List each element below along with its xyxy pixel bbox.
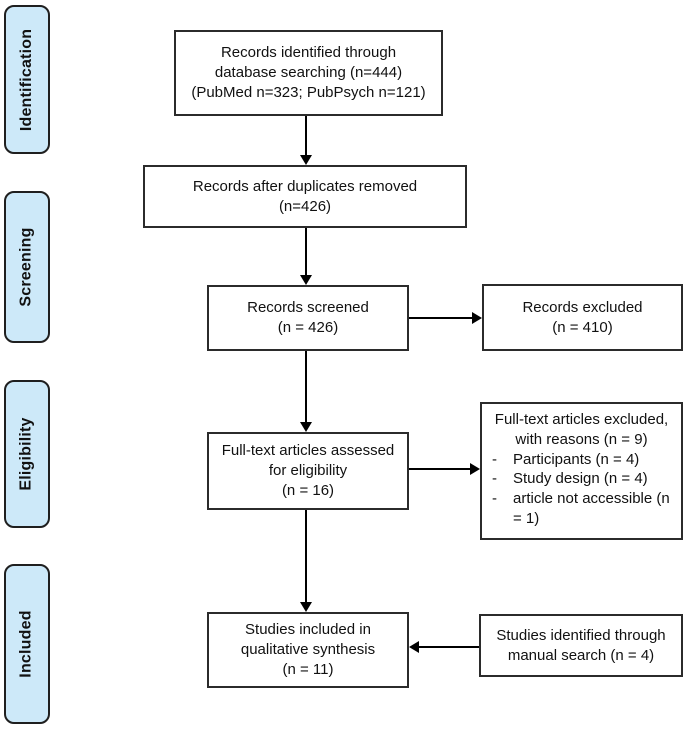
arrowhead-left-icon (409, 641, 419, 653)
box-studies-included-text: Studies included in qualitative synthesi… (240, 621, 376, 678)
list-item: - Participants (n = 4) (487, 450, 676, 470)
box-fulltext-excluded: Full-text articles excluded, with reason… (480, 402, 683, 540)
stage-included: Included (4, 564, 50, 724)
arrow-shaft (305, 228, 307, 277)
box-records-identified: Records identified through database sear… (174, 30, 443, 116)
stage-eligibility: Eligibility (4, 380, 50, 528)
arrow-shaft (305, 351, 307, 424)
arrow-shaft (418, 646, 479, 648)
stage-label-identification: Identification (18, 28, 36, 131)
box-records-excluded-text: Records excluded (n = 410) (522, 298, 643, 336)
box-duplicates-removed-text: Records after duplicates removed (n=426) (192, 177, 418, 215)
arrowhead-down-icon (300, 155, 312, 165)
box-fulltext-assessed: Full-text articles assessed for eligibil… (207, 432, 409, 510)
list-bullet: - (492, 450, 497, 468)
list-item: - article not accessible (n = 1) (487, 489, 676, 529)
list-item: - Study design (n = 4) (487, 469, 676, 489)
box-manual-search: Studies identified through manual search… (479, 614, 683, 677)
arrow-shaft (305, 510, 307, 604)
box-records-identified-text: Records identified through database sear… (191, 44, 426, 101)
list-bullet: - (492, 490, 497, 508)
box-studies-included: Studies included in qualitative synthesi… (207, 612, 409, 688)
stage-label-included: Included (18, 610, 36, 678)
arrowhead-right-icon (472, 312, 482, 324)
arrowhead-down-icon (300, 275, 312, 285)
box-records-screened: Records screened (n = 426) (207, 285, 409, 351)
stage-identification: Identification (4, 5, 50, 154)
arrow-shaft (409, 317, 473, 319)
box-records-screened-text: Records screened (n = 426) (247, 299, 369, 336)
arrow-shaft (305, 116, 307, 157)
arrow-shaft (409, 468, 471, 470)
list-item-text: article not accessible (n = 1) (513, 490, 670, 527)
box-duplicates-removed: Records after duplicates removed (n=426) (143, 165, 467, 228)
box-fulltext-excluded-title: Full-text articles excluded, with reason… (494, 411, 669, 448)
list-bullet: - (492, 470, 497, 488)
stage-screening: Screening (4, 191, 50, 343)
box-manual-search-text: Studies identified through manual search… (496, 626, 666, 664)
box-fulltext-assessed-text: Full-text articles assessed for eligibil… (221, 442, 395, 499)
list-item-text: Study design (n = 4) (513, 470, 648, 488)
arrowhead-down-icon (300, 602, 312, 612)
list-item-text: Participants (n = 4) (513, 450, 640, 468)
arrowhead-right-icon (470, 463, 480, 475)
arrowhead-down-icon (300, 422, 312, 432)
stage-label-screening: Screening (18, 227, 36, 307)
box-records-excluded: Records excluded (n = 410) (482, 284, 683, 351)
stage-label-eligibility: Eligibility (18, 417, 36, 491)
